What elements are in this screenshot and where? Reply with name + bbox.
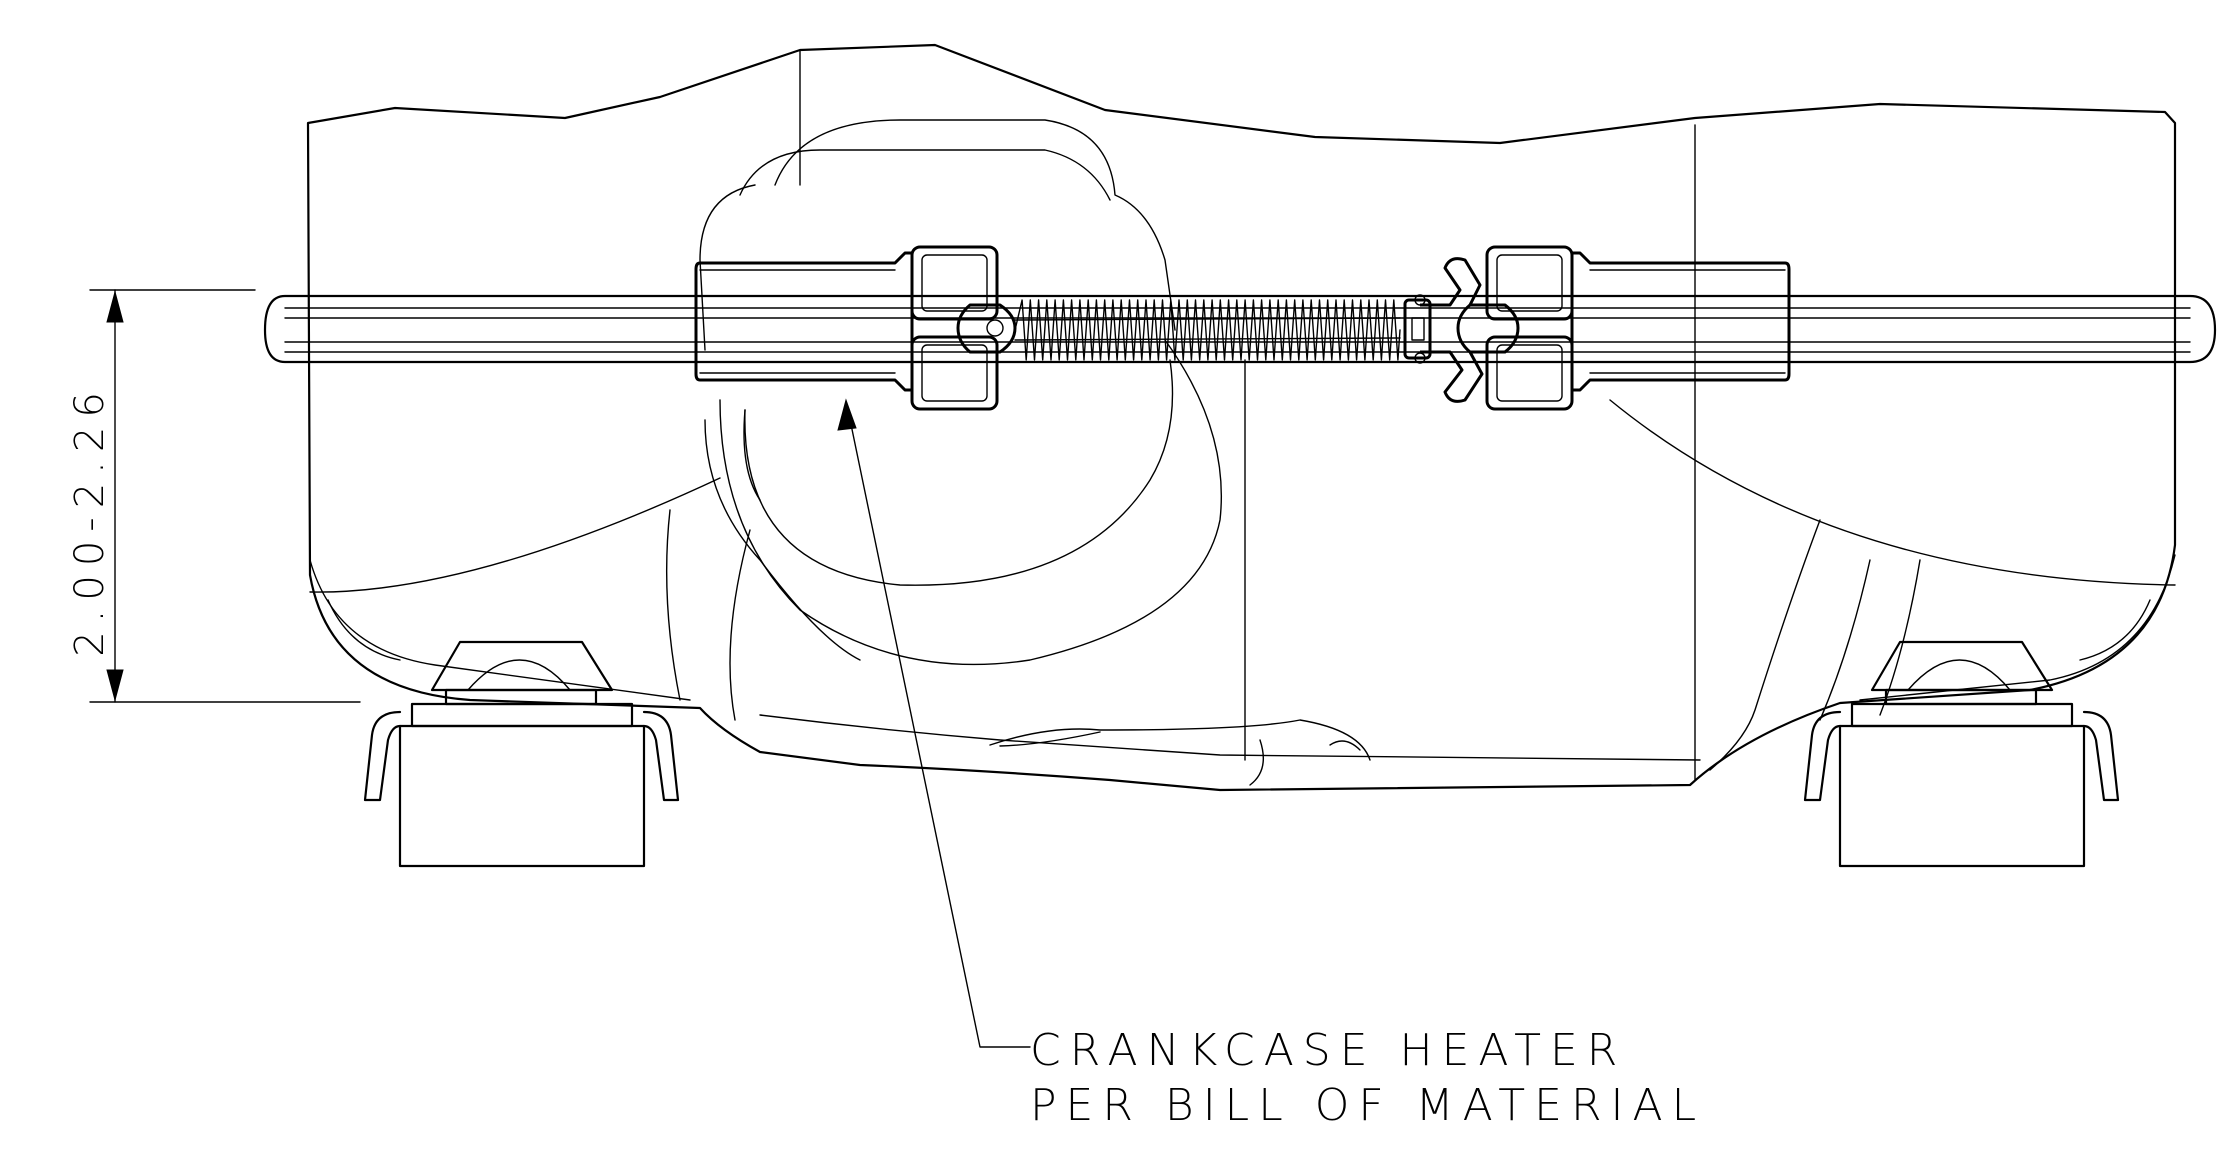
right-mounting-foot xyxy=(1803,640,2120,868)
heater-spring xyxy=(1014,299,1401,361)
terminal-dome xyxy=(699,119,1223,666)
dimension-label: 2.00-2.26 xyxy=(67,383,113,657)
callout-line-2: PER BILL OF MATERIAL xyxy=(1030,1080,1705,1131)
callout-leader xyxy=(837,398,1031,1048)
left-clamp xyxy=(694,245,1017,411)
right-clamp xyxy=(1403,245,1791,411)
callout-line-1: CRANKCASE HEATER xyxy=(1030,1025,1626,1076)
compressor-body xyxy=(306,43,2177,792)
left-mounting-foot xyxy=(363,640,680,868)
height-dimension: 2.00-2.26 xyxy=(67,289,361,703)
